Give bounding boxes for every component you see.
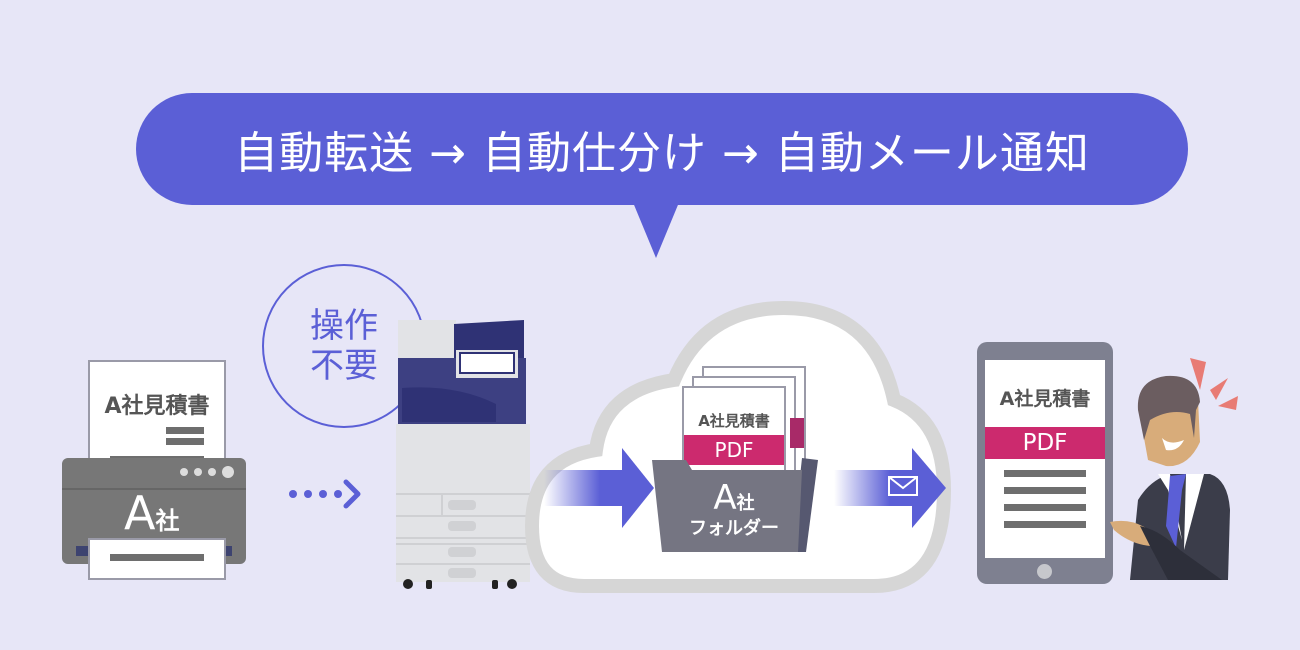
banner-text: 自動転送 → 自動仕分け → 自動メール通知 xyxy=(234,117,1090,181)
arrow-icon: → xyxy=(722,128,760,179)
fax-paper-title: A社見積書 xyxy=(104,394,210,419)
envelope-icon xyxy=(888,476,918,500)
mail-arrow xyxy=(834,448,946,532)
dotted-arrow-icon xyxy=(288,478,368,516)
fax-label: A社 xyxy=(124,486,180,540)
step-auto-sort: 自動仕分け xyxy=(482,128,707,179)
fax-paper-in: A社見積書 xyxy=(88,360,226,474)
pdf-label: PDF xyxy=(684,435,784,465)
badge-line2: 不要 xyxy=(310,346,378,386)
fax-paper-out xyxy=(88,538,226,580)
folder-label: A社 フォルダー xyxy=(689,478,779,539)
home-button xyxy=(1037,564,1052,579)
businessman-illustration xyxy=(1110,350,1250,594)
step-auto-mail: 自動メール通知 xyxy=(774,128,1090,179)
no-operation-badge: 操作 不要 xyxy=(262,264,426,428)
folder-doc-title: A社見積書 xyxy=(698,412,770,430)
badge-line1: 操作 xyxy=(310,306,378,346)
step-auto-transfer: 自動転送 xyxy=(234,128,415,179)
tablet-doc-title: A社見積書 xyxy=(999,388,1091,410)
company-folder: A社見積書 PDF A社 フォルダー xyxy=(652,366,820,556)
transfer-arrow-icon xyxy=(544,448,654,532)
bubble-tail xyxy=(632,200,680,258)
fax-machine: A社見積書 A社 xyxy=(62,360,248,582)
process-banner: 自動転送 → 自動仕分け → 自動メール通知 xyxy=(136,93,1188,205)
pdf-label: PDF xyxy=(985,427,1105,459)
tablet-screen: A社見積書 PDF xyxy=(985,360,1105,558)
arrow-icon: → xyxy=(429,128,467,179)
tablet: A社見積書 PDF xyxy=(977,342,1113,584)
multifunction-printer xyxy=(396,318,530,590)
